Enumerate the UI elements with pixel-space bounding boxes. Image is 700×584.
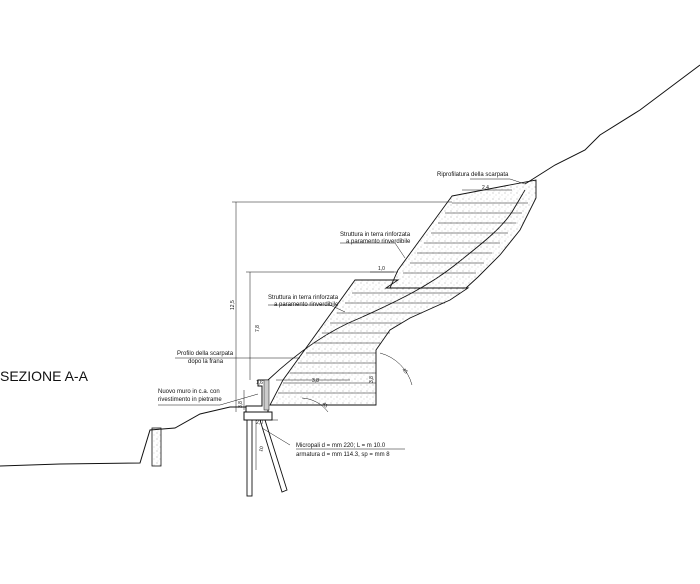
label-micropali-2: armatura d = mm 114.3, sp = mm 8 [296,452,390,458]
wall-facing [263,379,270,411]
lower-reinforced-earth [269,279,470,406]
dim-base-width: 2,0 [256,420,263,426]
wall-foundation [243,411,273,421]
dim-wall-h2: 3,8 [238,401,244,408]
dim-lower-width-2: 3,8 [369,376,375,383]
label-struttura-upper-1: Struttura in terra rinforzata [340,232,411,238]
label-profilo-1: Profilo della scarpata [177,351,234,357]
leader-lines [158,178,526,450]
upper-reinforced-earth [389,179,537,289]
label-struttura-lower-2: a paramento rinverdibile [274,302,339,308]
gabion [151,427,162,467]
label-struttura-lower-1: Struttura in terra rinforzata [268,295,339,301]
upper-slope-profile [524,64,700,185]
dim-slope-upper: 45 [401,367,409,375]
dim-wall-h1: 1,6 [256,380,263,386]
label-riprofilatura: Riprofilatura della scarpata [437,172,509,178]
label-profilo-2: dopo la frana [188,359,224,365]
dim-mid-height: 7,8 [255,325,261,332]
dim-top-width: 2,4 [482,185,489,191]
label-muro-1: Nuovo muro in c.a. con [158,389,220,395]
label-micropali-1: Micropali d = mm 220; L = m 10.0 [296,443,386,449]
dim-mid-width: 1,0 [378,266,385,272]
dim-lower-width-1: 3,8 [312,378,319,384]
ground-profile [0,406,246,467]
section-title: SEZIONE A-A [0,368,89,384]
reinforcement-layers [278,202,528,394]
micropile-vertical [246,419,253,497]
dimension-lines [232,189,512,470]
label-muro-2: rivestimento in pietrame [158,397,222,403]
dim-pile-length: 10 [258,445,265,452]
label-struttura-upper-2: a paramento rinverdibile [346,239,411,245]
dim-total-height: 12,5 [230,300,236,310]
dim-slope-lower: 45 [321,401,329,409]
micropile-inclined [259,419,288,493]
